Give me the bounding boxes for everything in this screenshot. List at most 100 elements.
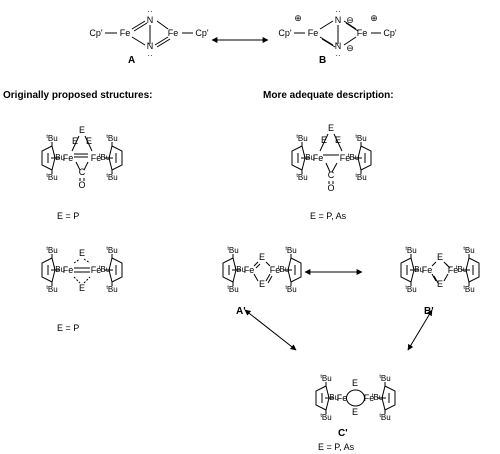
label-c-prime: C' — [338, 428, 348, 439]
fe-atom: Fe — [91, 153, 102, 163]
tbu-label: tBu — [99, 265, 110, 274]
bond-line — [83, 161, 89, 171]
o-atom: O — [78, 180, 85, 190]
n-atom: N — [147, 15, 154, 25]
tbu-label: tBu — [54, 265, 65, 274]
label-b-prime: B' — [424, 306, 434, 317]
tbu-label: tBu — [296, 134, 307, 143]
bond-line — [343, 36, 357, 46]
tbu-label: tBu — [456, 265, 467, 274]
tbu-label: tBu — [379, 413, 390, 422]
cp-prime-label: Cp' — [278, 28, 292, 38]
heading-originally-proposed: Originally proposed structures: — [3, 90, 153, 101]
charge-minus: ⊖ — [346, 43, 354, 53]
c-atom: C — [79, 167, 86, 177]
cp-ring — [41, 145, 56, 171]
tbu-label: tBu — [46, 173, 57, 182]
cp-ring — [400, 257, 415, 283]
e-atom: E — [79, 248, 85, 258]
caption-struct1: E = P — [57, 211, 80, 221]
e-atom: E — [437, 279, 443, 289]
fe-atom: Fe — [313, 153, 324, 163]
cp-ring — [108, 145, 123, 171]
bond-line — [267, 275, 273, 284]
lone-pair: ·· — [147, 51, 152, 60]
bond-line — [156, 38, 171, 48]
heading-more-adequate: More adequate description: — [263, 90, 394, 101]
tbu-label: tBu — [405, 246, 416, 255]
delocalized-ring — [346, 389, 365, 407]
o-atom: O — [327, 183, 334, 193]
caption-struct-c: E = P, As — [318, 442, 355, 452]
cp-prime-label: Cp' — [383, 28, 397, 38]
bond-line — [345, 22, 359, 32]
fe-atom: Fe — [357, 28, 368, 38]
lone-pair: ·· — [147, 7, 152, 16]
tbu-label: tBu — [355, 134, 366, 143]
bond-line — [73, 258, 81, 264]
bond-line — [255, 263, 261, 269]
label-a: A — [128, 55, 136, 66]
e-atom: E — [86, 136, 92, 146]
cp-ring — [315, 385, 330, 411]
fe-atom: Fe — [364, 393, 375, 403]
tbu-label: tBu — [106, 285, 117, 294]
e-atom: E — [259, 252, 265, 262]
caption-struct2: E = P, As — [310, 211, 347, 221]
caption-struct3: E = P — [57, 323, 80, 333]
tbu-label: tBu — [46, 246, 57, 255]
tbu-label: tBu — [320, 413, 331, 422]
tbu-label: tBu — [379, 374, 390, 383]
bond-line — [443, 273, 449, 282]
tbu-label: tBu — [106, 173, 117, 182]
cp-ring — [465, 257, 480, 283]
tbu-label: tBu — [463, 285, 474, 294]
bond-line — [133, 22, 148, 32]
bond-line — [131, 20, 146, 30]
bond-line — [73, 276, 81, 284]
fe-atom: Fe — [448, 265, 459, 275]
tbu-label: tBu — [405, 285, 416, 294]
tbu-label: tBu — [99, 153, 110, 162]
tbu-label: tBu — [463, 246, 474, 255]
cp-ring — [287, 257, 302, 283]
cp-ring — [291, 145, 306, 171]
tbu-label: tBu — [348, 153, 359, 162]
e-atom: E — [352, 407, 358, 417]
tbu-label: tBu — [46, 134, 57, 143]
bond-line — [253, 261, 259, 267]
e-atom: E — [321, 135, 327, 145]
bond-line — [445, 263, 451, 269]
cp-ring — [357, 145, 372, 171]
fe-atom: Fe — [91, 265, 102, 275]
e-atom: E — [79, 125, 85, 135]
bond-line — [265, 273, 271, 282]
tbu-label: tBu — [106, 134, 117, 143]
bond-line — [333, 133, 343, 152]
bond-line — [343, 20, 357, 30]
bond-line — [331, 162, 338, 173]
fe-atom: Fe — [168, 28, 179, 38]
bond-line — [265, 261, 271, 267]
resonance-arrow — [407, 309, 433, 351]
bond-line — [319, 36, 334, 46]
tbu-label: tBu — [304, 153, 315, 162]
bond-line — [431, 261, 437, 267]
bond-line — [131, 36, 146, 46]
n-atom: N — [147, 41, 154, 51]
tbu-label: tBu — [355, 173, 366, 182]
cp-prime-label: Cp' — [89, 28, 103, 38]
c-atom: C — [328, 170, 335, 180]
tbu-label: tBu — [328, 393, 339, 402]
bond-line — [433, 275, 439, 284]
fe-atom: Fe — [270, 265, 281, 275]
label-a-prime: A' — [236, 306, 246, 317]
e-atom: E — [259, 279, 265, 289]
cp-ring — [41, 257, 56, 283]
tbu-label: tBu — [320, 374, 331, 383]
bond-line — [319, 20, 334, 30]
fe-atom: Fe — [63, 153, 74, 163]
fe-atom: Fe — [120, 28, 131, 38]
tbu-label: tBu — [296, 173, 307, 182]
